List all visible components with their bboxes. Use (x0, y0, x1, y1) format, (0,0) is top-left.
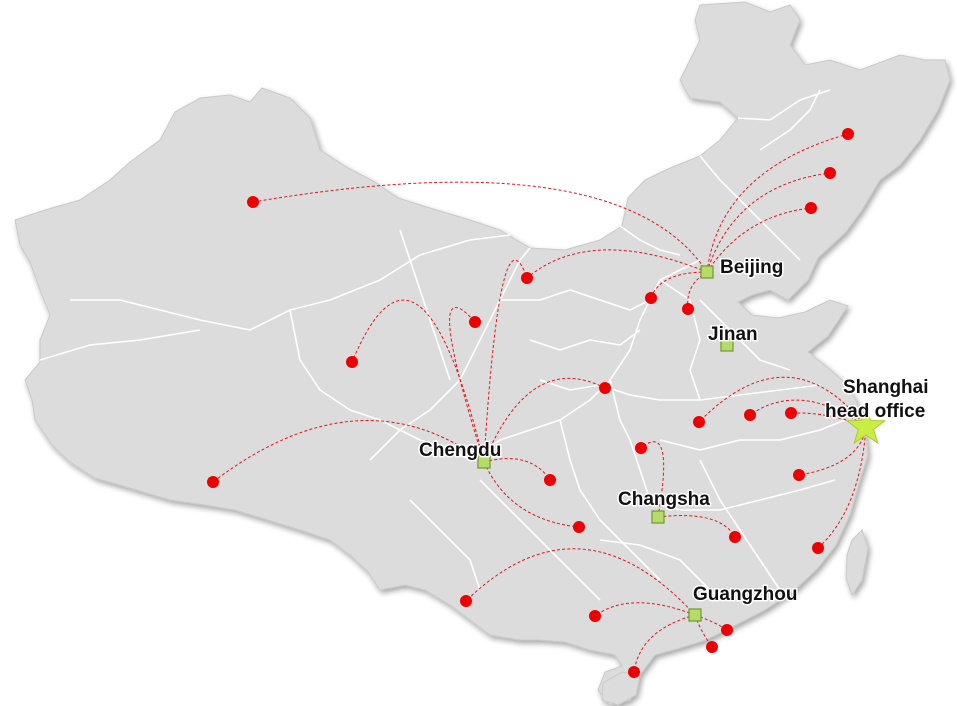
city-dot-shaanxi (599, 382, 611, 394)
route-shanghai-fujian (817, 426, 867, 549)
china-outline (14, 1, 951, 706)
hub-marker-guangzhou (688, 608, 702, 622)
city-dot-qinghai (346, 356, 358, 368)
route-shanghai-henan (698, 376, 867, 428)
city-dot-zhanjiang (706, 641, 718, 653)
label-beijing: Beijing (720, 257, 783, 278)
route-chengdu-shaanxi (483, 378, 606, 463)
label-changsha: Changsha (618, 489, 710, 510)
hub-marker-jinan (720, 338, 734, 352)
route-guangzhou-guangxi (594, 602, 696, 617)
route-chengdu-guizhou (483, 461, 580, 528)
city-dot-guangxi (589, 610, 601, 622)
city-dot-heilongjiang (842, 128, 854, 140)
city-dot-jiangsu (785, 407, 797, 419)
hub-marker-beijing (700, 265, 714, 279)
hainan-island (601, 671, 641, 706)
route-chengdu-tibet (212, 420, 485, 483)
city-dot-tibet (207, 476, 219, 488)
city-dot-jilin (824, 167, 836, 179)
taiwan-island (845, 529, 869, 597)
hub-markers (477, 265, 734, 622)
label-jinan: Jinan (708, 324, 758, 345)
route-changsha-jiangxi (657, 515, 736, 538)
route-guangzhou-yunnan (465, 548, 696, 616)
city-dots (207, 128, 854, 678)
route-guangzhou-hainan (633, 614, 696, 673)
route-shanghai-anhui (749, 399, 867, 428)
route-chengdu-qinghai (351, 299, 485, 463)
label-head-office-text: head office (825, 401, 925, 422)
city-dot-henan (693, 416, 705, 428)
route-beijing-shanxi (650, 271, 708, 299)
city-dot-shenzhen (721, 624, 733, 636)
china-landmass (14, 1, 951, 706)
star-icon (845, 405, 887, 445)
province-borders (39, 89, 846, 601)
city-dot-fujian (812, 542, 824, 554)
route-chengdu-gansu (449, 307, 485, 463)
city-dot-hubei (635, 442, 647, 454)
label-chengdu: Chengdu (419, 440, 501, 461)
city-dot-gansu (469, 316, 481, 328)
route-chengdu-ningxia (483, 259, 528, 463)
city-dot-liaoning (805, 202, 817, 214)
city-dot-innermongolia (521, 272, 533, 284)
hub-marker-changsha (651, 510, 665, 524)
label-guangzhou: Guangzhou (693, 584, 797, 605)
hub-marker-chengdu (477, 455, 491, 469)
route-beijing-innermongolia (526, 249, 708, 279)
city-dot-hainan (628, 666, 640, 678)
city-dot-shanxi (645, 292, 657, 304)
route-beijing-heilongjiang (706, 133, 849, 273)
city-dot-jiangxi (729, 531, 741, 543)
city-dot-hebei (682, 303, 694, 315)
hub-labels: Beijing Jinan Chengdu Changsha Guangzhou… (418, 256, 931, 607)
route-lines (212, 133, 867, 673)
city-dot-chongqing (544, 474, 556, 486)
route-beijing-jilin (706, 172, 831, 273)
city-dot-yunnan (460, 595, 472, 607)
route-beijing-liaoning (706, 207, 812, 273)
route-beijing-xinjiang (252, 181, 708, 273)
city-dot-anhui (744, 409, 756, 421)
city-dot-guizhou (573, 521, 585, 533)
route-beijing-hebei (687, 271, 708, 310)
label-head-office-city: Shanghai (843, 377, 929, 398)
city-dot-zhejiang (793, 469, 805, 481)
city-dot-xinjiang (247, 196, 259, 208)
